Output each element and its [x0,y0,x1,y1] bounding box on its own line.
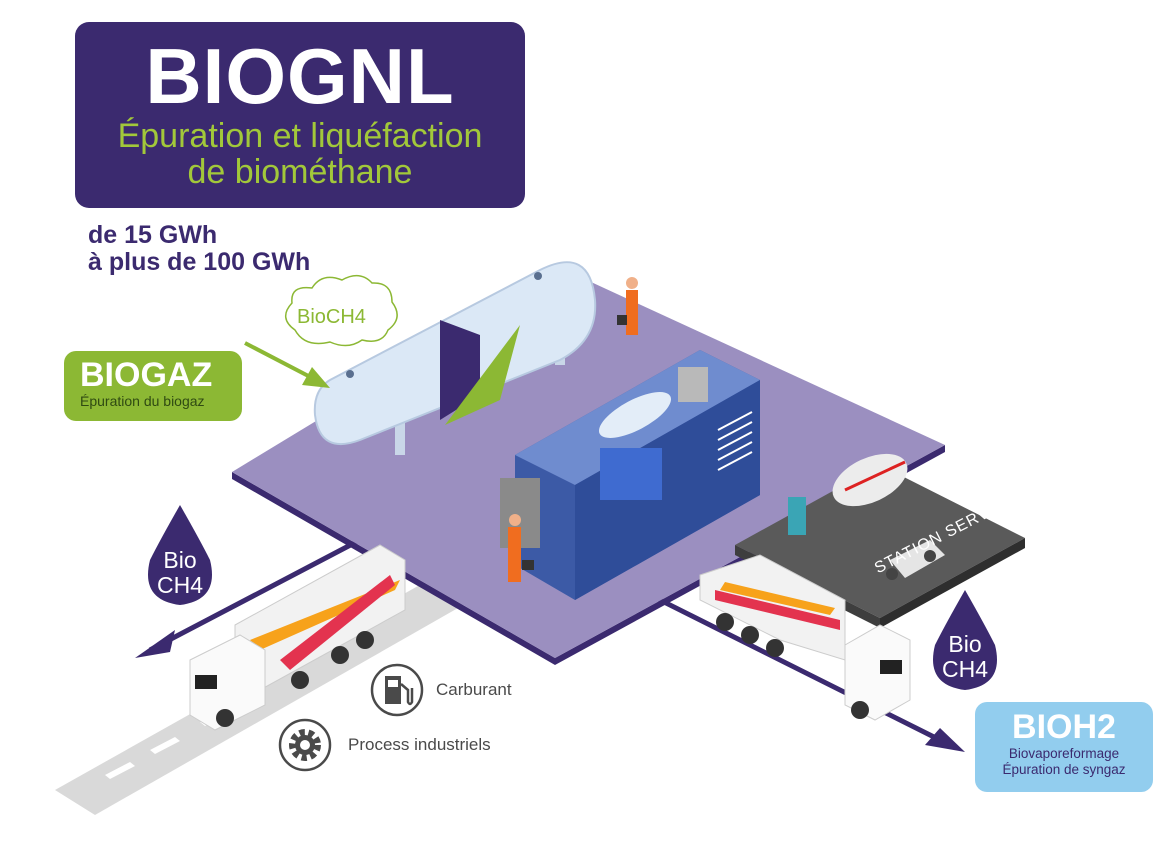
bioh2-title: BIOH2 [1012,708,1116,746]
capacity-line-1: de 15 GWh [88,221,218,249]
storage-tank [313,261,597,455]
bioh2-line-2: Épuration de syngaz [1002,762,1126,777]
title-banner: BIOGNL Épuration et liquéfaction de biom… [75,22,525,208]
drop-label-right: Bio CH4 [925,632,1005,682]
input-arrow [244,341,319,383]
fuel-pump-icon [370,663,424,717]
legend-label-process: Process industriels [348,735,491,754]
legend-label-carburant: Carburant [436,680,512,699]
drop-left-line-2: CH4 [156,572,203,598]
output-line-right [618,577,952,748]
biogaz-badge: BIOGAZ Épuration du biogaz [64,351,242,421]
output-line-left [148,537,362,653]
capacity-text: de 15 GWh à plus de 100 GWh [88,222,310,276]
arrow-head-right [925,728,965,752]
capacity-line-2: à plus de 100 GWh [88,248,311,276]
drop-right-line-1: Bio [948,631,982,657]
subtitle-line-1: Épuration et liquéfaction [117,117,483,155]
bioh2-badge: BIOH2 Biovaporeformage Épuration de syng… [975,702,1153,792]
worker-bottom [508,514,534,582]
bioh2-line-1: Biovaporeformage [1008,746,1120,761]
drop-label-left: Bio CH4 [140,548,220,598]
drop-icon-right [933,590,997,690]
subtitle-line-2: de biométhane [187,153,413,191]
drop-right-line-2: CH4 [941,656,988,682]
cloud-icon [285,274,398,347]
biogaz-subtitle: Épuration du biogaz [80,393,205,409]
page-title: BIOGNL [145,32,455,120]
drop-left-line-1: Bio [163,547,197,573]
input-arrow-head [302,367,330,388]
truck-left [189,544,406,731]
gear-icon [278,718,332,772]
truck-right [699,554,911,721]
container [500,350,760,600]
worker-top [617,277,638,335]
cloud-label: BioCH4 [297,306,366,328]
drop-icon-left [148,505,212,605]
biogaz-title: BIOGAZ [80,356,213,394]
arrow-head-left [135,630,175,658]
